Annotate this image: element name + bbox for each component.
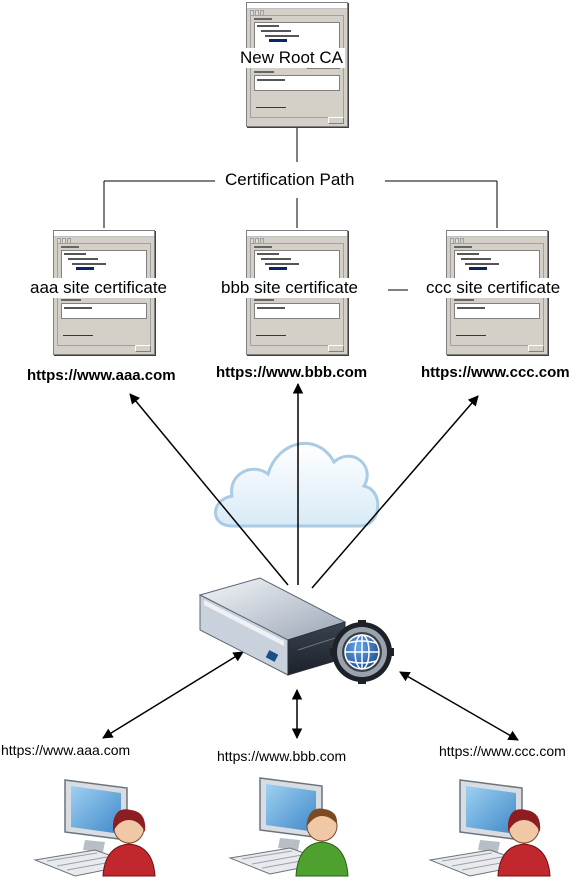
- ok-button: [328, 345, 344, 352]
- workstation-user-icon: [428, 779, 551, 877]
- globe-icon: [330, 620, 394, 684]
- certification-path-link: [456, 334, 486, 336]
- client-workstation-bbb: [228, 777, 349, 877]
- cloud-icon: [214, 442, 380, 528]
- ok-button: [135, 345, 151, 352]
- workstation-user-icon: [33, 779, 156, 877]
- certification-path-link: [63, 334, 93, 336]
- client-connection-arrows: [102, 651, 519, 741]
- aaa-client-url: https://www.aaa.com: [1, 742, 131, 758]
- client-workstation-aaa: [33, 779, 156, 877]
- bbb-certificate-label: bbb site certificate: [219, 278, 361, 298]
- certificate-status-box: [254, 303, 340, 319]
- workstation-user-icon: [228, 777, 349, 877]
- certificate-tabs: [450, 238, 510, 243]
- ssl-inspection-appliance-icon: [198, 577, 347, 676]
- certificate-status-box: [454, 303, 540, 319]
- certification-path-label: Certification Path: [219, 170, 361, 190]
- certificate-tabs: [57, 238, 117, 243]
- ok-button: [528, 345, 544, 352]
- certificate-window-titlebar: [54, 231, 154, 237]
- client-workstation-ccc: [428, 779, 551, 877]
- certificate-status-box: [61, 303, 147, 319]
- root-ca-label: New Root CA: [238, 48, 345, 68]
- certificate-tabs: [250, 238, 310, 243]
- server-connection-arrows: [129, 382, 479, 589]
- aaa-server-url: https://www.aaa.com: [27, 367, 176, 384]
- certification-path-link: [256, 334, 286, 336]
- ccc-client-url: https://www.ccc.com: [439, 743, 566, 759]
- aaa-certificate-label: aaa site certificate: [28, 278, 170, 298]
- certificate-window-titlebar: [247, 231, 347, 237]
- bbb-client-url: https://www.bbb.com: [217, 748, 347, 764]
- certificate-window-titlebar: [447, 231, 547, 237]
- ccc-certificate-label: ccc site certificate: [424, 278, 563, 298]
- certification-path-lines: [103, 127, 498, 291]
- certificate-tabs: [250, 10, 310, 15]
- ccc-server-url: https://www.ccc.com: [421, 364, 570, 381]
- certification-path-link: [256, 106, 286, 108]
- certificate-window-titlebar: [247, 3, 347, 9]
- ok-button: [328, 117, 344, 124]
- bbb-server-url: https://www.bbb.com: [216, 364, 368, 381]
- certificate-status-box: [254, 75, 340, 91]
